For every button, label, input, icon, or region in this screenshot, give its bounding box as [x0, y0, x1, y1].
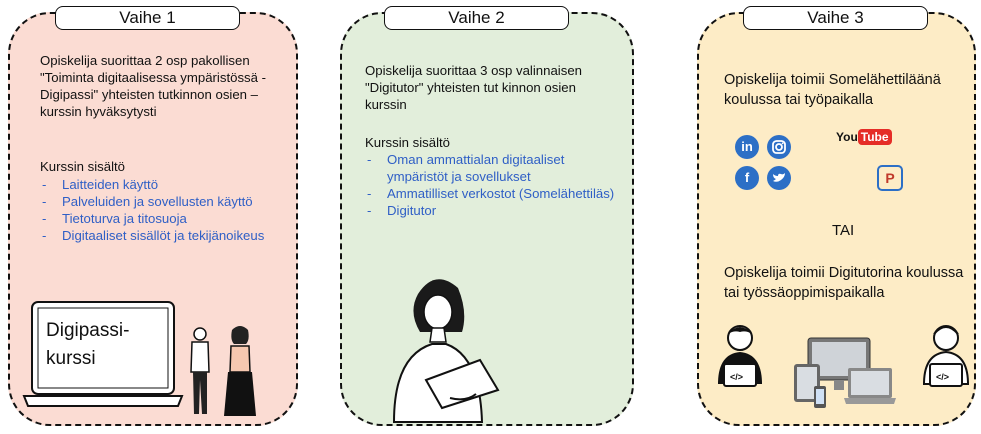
stage-1-content-heading: Kurssin sisältö — [40, 159, 126, 174]
code-label-right: </> — [936, 372, 950, 382]
stage-3-tab: Vaihe 3 — [743, 6, 928, 30]
instagram-icon — [767, 135, 791, 159]
list-item: Laitteiden käyttö — [40, 176, 285, 193]
facebook-icon: f — [735, 166, 759, 190]
developer-icon — [718, 325, 762, 387]
list-item: Tietoturva ja titosuoja — [40, 210, 285, 227]
stage-3-text-2: Opiskelija toimii Digitutorina koulussa … — [724, 265, 964, 301]
woman-with-laptop-icon — [392, 279, 500, 423]
stage-1-content-list: Laitteiden käyttö Palveluiden ja sovellu… — [40, 176, 285, 244]
laptop-label-line-2: kurssi — [46, 348, 96, 369]
list-item: Oman ammattialan digitaaliset ympäristöt… — [365, 151, 615, 185]
linkedin-icon: in — [735, 135, 759, 159]
stage-2-content-list: Oman ammattialan digitaaliset ympäristöt… — [365, 151, 615, 219]
laptop-icon — [22, 301, 184, 407]
twitter-icon — [767, 166, 791, 190]
stage-2-tab: Vaihe 2 — [384, 6, 569, 30]
list-item: Ammatilliset verkostot (Somelähettiläs) — [365, 185, 615, 202]
stage-2-description: Opiskelija suorittaa 3 osp valinnaisen "… — [365, 63, 582, 112]
developer-icon — [922, 325, 970, 387]
list-item: Palveluiden ja sovellusten käyttö — [40, 193, 285, 210]
stage-3-text-1: Opiskelija toimii Somelähettiläänä koulu… — [724, 72, 941, 108]
list-item: Digitaaliset sisällöt ja tekijänoikeus — [40, 227, 285, 244]
youtube-you-label: You — [836, 130, 858, 144]
stage-2-panel — [340, 12, 634, 426]
people-icon — [190, 326, 256, 416]
list-item: Digitutor — [365, 202, 615, 219]
stage-2-content-heading: Kurssin sisältö — [365, 135, 451, 150]
or-label: TAI — [832, 222, 855, 239]
pinterest-icon: P — [877, 165, 903, 191]
stage-1-tab: Vaihe 1 — [55, 6, 240, 30]
laptop-label-line-1: Digipassi- — [46, 320, 130, 341]
code-label-left: </> — [730, 372, 744, 382]
devices-icon — [794, 337, 896, 408]
stage-1-description: Opiskelija suorittaa 2 osp pakollisen "T… — [40, 53, 267, 119]
youtube-tube-label: Tube — [857, 129, 892, 145]
